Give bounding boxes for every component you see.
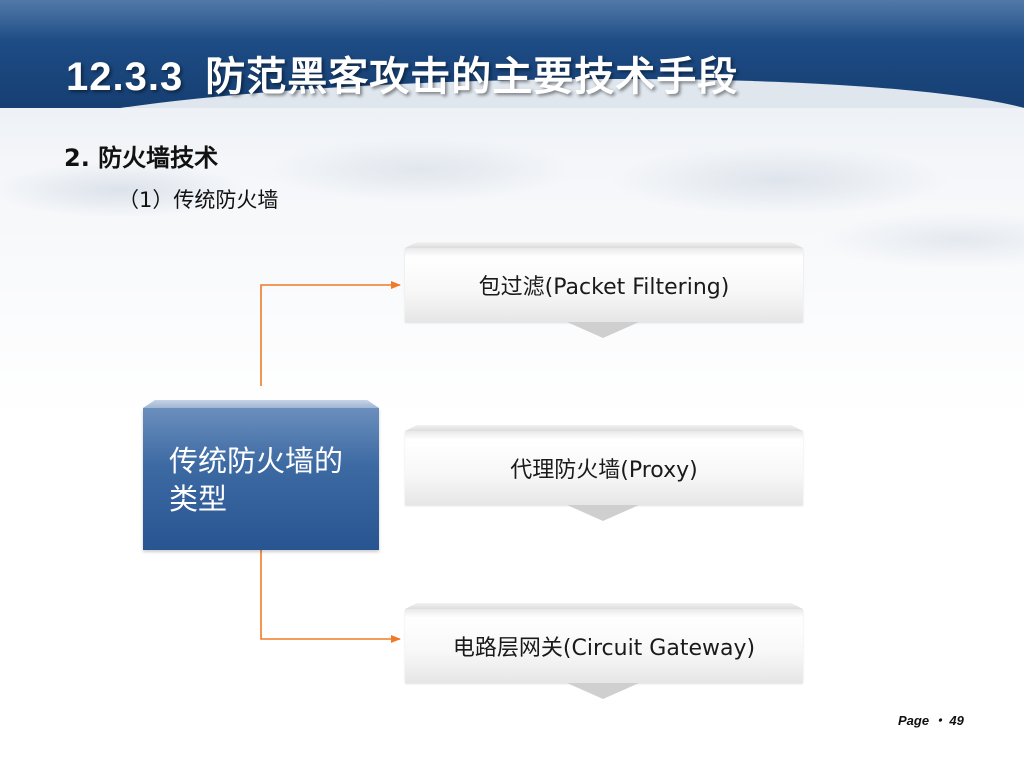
center-node-cap bbox=[143, 400, 379, 408]
center-node: 传统防火墙的类型 bbox=[143, 400, 379, 550]
branch-cap bbox=[405, 603, 803, 609]
sub-heading: （1）传统防火墙 bbox=[118, 188, 279, 212]
slide-title: 12.3.3 防范黑客攻击的主要技术手段 bbox=[66, 44, 738, 102]
branch-label: 包过滤(Packet Filtering) bbox=[478, 275, 730, 300]
branch-cap bbox=[405, 242, 803, 248]
title-number: 12.3.3 bbox=[66, 55, 184, 99]
branch-node-proxy: 代理防火墙(Proxy) bbox=[405, 425, 803, 521]
page-number: 49 bbox=[949, 713, 964, 728]
branch-label: 代理防火墙(Proxy) bbox=[510, 458, 698, 483]
connector-top bbox=[260, 281, 401, 386]
branch-notch bbox=[567, 322, 639, 338]
branch-node-packet-filtering: 包过滤(Packet Filtering) bbox=[405, 242, 803, 338]
connector-bottom bbox=[260, 550, 401, 643]
page-label: Page bbox=[898, 713, 930, 728]
title-text: 防范黑客攻击的主要技术手段 bbox=[205, 55, 739, 99]
branch-notch bbox=[567, 683, 639, 699]
page-separator: ・ bbox=[932, 713, 946, 728]
branch-cap bbox=[405, 425, 803, 431]
section-heading: 2. 防火墙技术 bbox=[64, 144, 219, 172]
center-node-label: 传统防火墙的类型 bbox=[169, 444, 344, 516]
branch-label: 电路层网关(Circuit Gateway) bbox=[452, 636, 756, 661]
page-footer: Page ・ 49 bbox=[898, 710, 964, 729]
header-shine bbox=[0, 0, 1024, 40]
branch-node-circuit-gateway: 电路层网关(Circuit Gateway) bbox=[405, 603, 803, 699]
header-band: 12.3.3 防范黑客攻击的主要技术手段 bbox=[0, 0, 1024, 108]
branch-notch bbox=[567, 505, 639, 521]
